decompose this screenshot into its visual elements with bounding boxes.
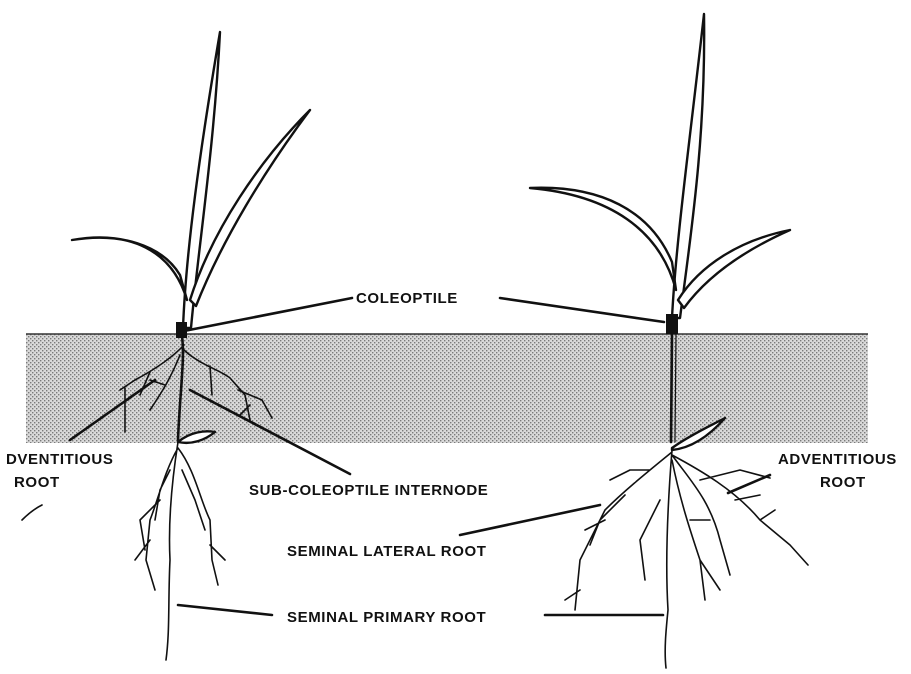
right-leaf-right (678, 230, 790, 308)
adventitious-leader-right (728, 475, 770, 493)
label-adventitious-right-line2: ROOT (820, 474, 866, 491)
coleoptile-leader-left (184, 298, 352, 331)
left-leaf-left (72, 238, 187, 301)
label-adventitious-right-line1: ADVENTITIOUS (778, 451, 897, 468)
stray-mark (22, 505, 42, 520)
soil-layer (26, 334, 868, 443)
coleoptile-leader-right (500, 298, 664, 322)
left-seminal-roots (135, 442, 225, 660)
right-leaf-left (530, 188, 676, 290)
label-coleoptile: COLEOPTILE (356, 290, 458, 307)
label-seminal-lateral-root: SEMINAL LATERAL ROOT (287, 543, 487, 560)
label-adventitious-left-line2: ROOT (14, 474, 60, 491)
right-seminal-roots (565, 450, 808, 668)
right-coleoptile (666, 314, 678, 334)
label-seminal-primary-root: SEMINAL PRIMARY ROOT (287, 609, 486, 626)
primary-leader-left (178, 605, 272, 615)
right-internode (671, 334, 672, 442)
label-adventitious-left-line1: DVENTITIOUS (6, 451, 113, 468)
seminal-lateral-leader (460, 505, 600, 535)
right-leaf-tall (672, 14, 704, 318)
label-sub-coleoptile-internode: SUB-COLEOPTILE INTERNODE (249, 482, 488, 499)
